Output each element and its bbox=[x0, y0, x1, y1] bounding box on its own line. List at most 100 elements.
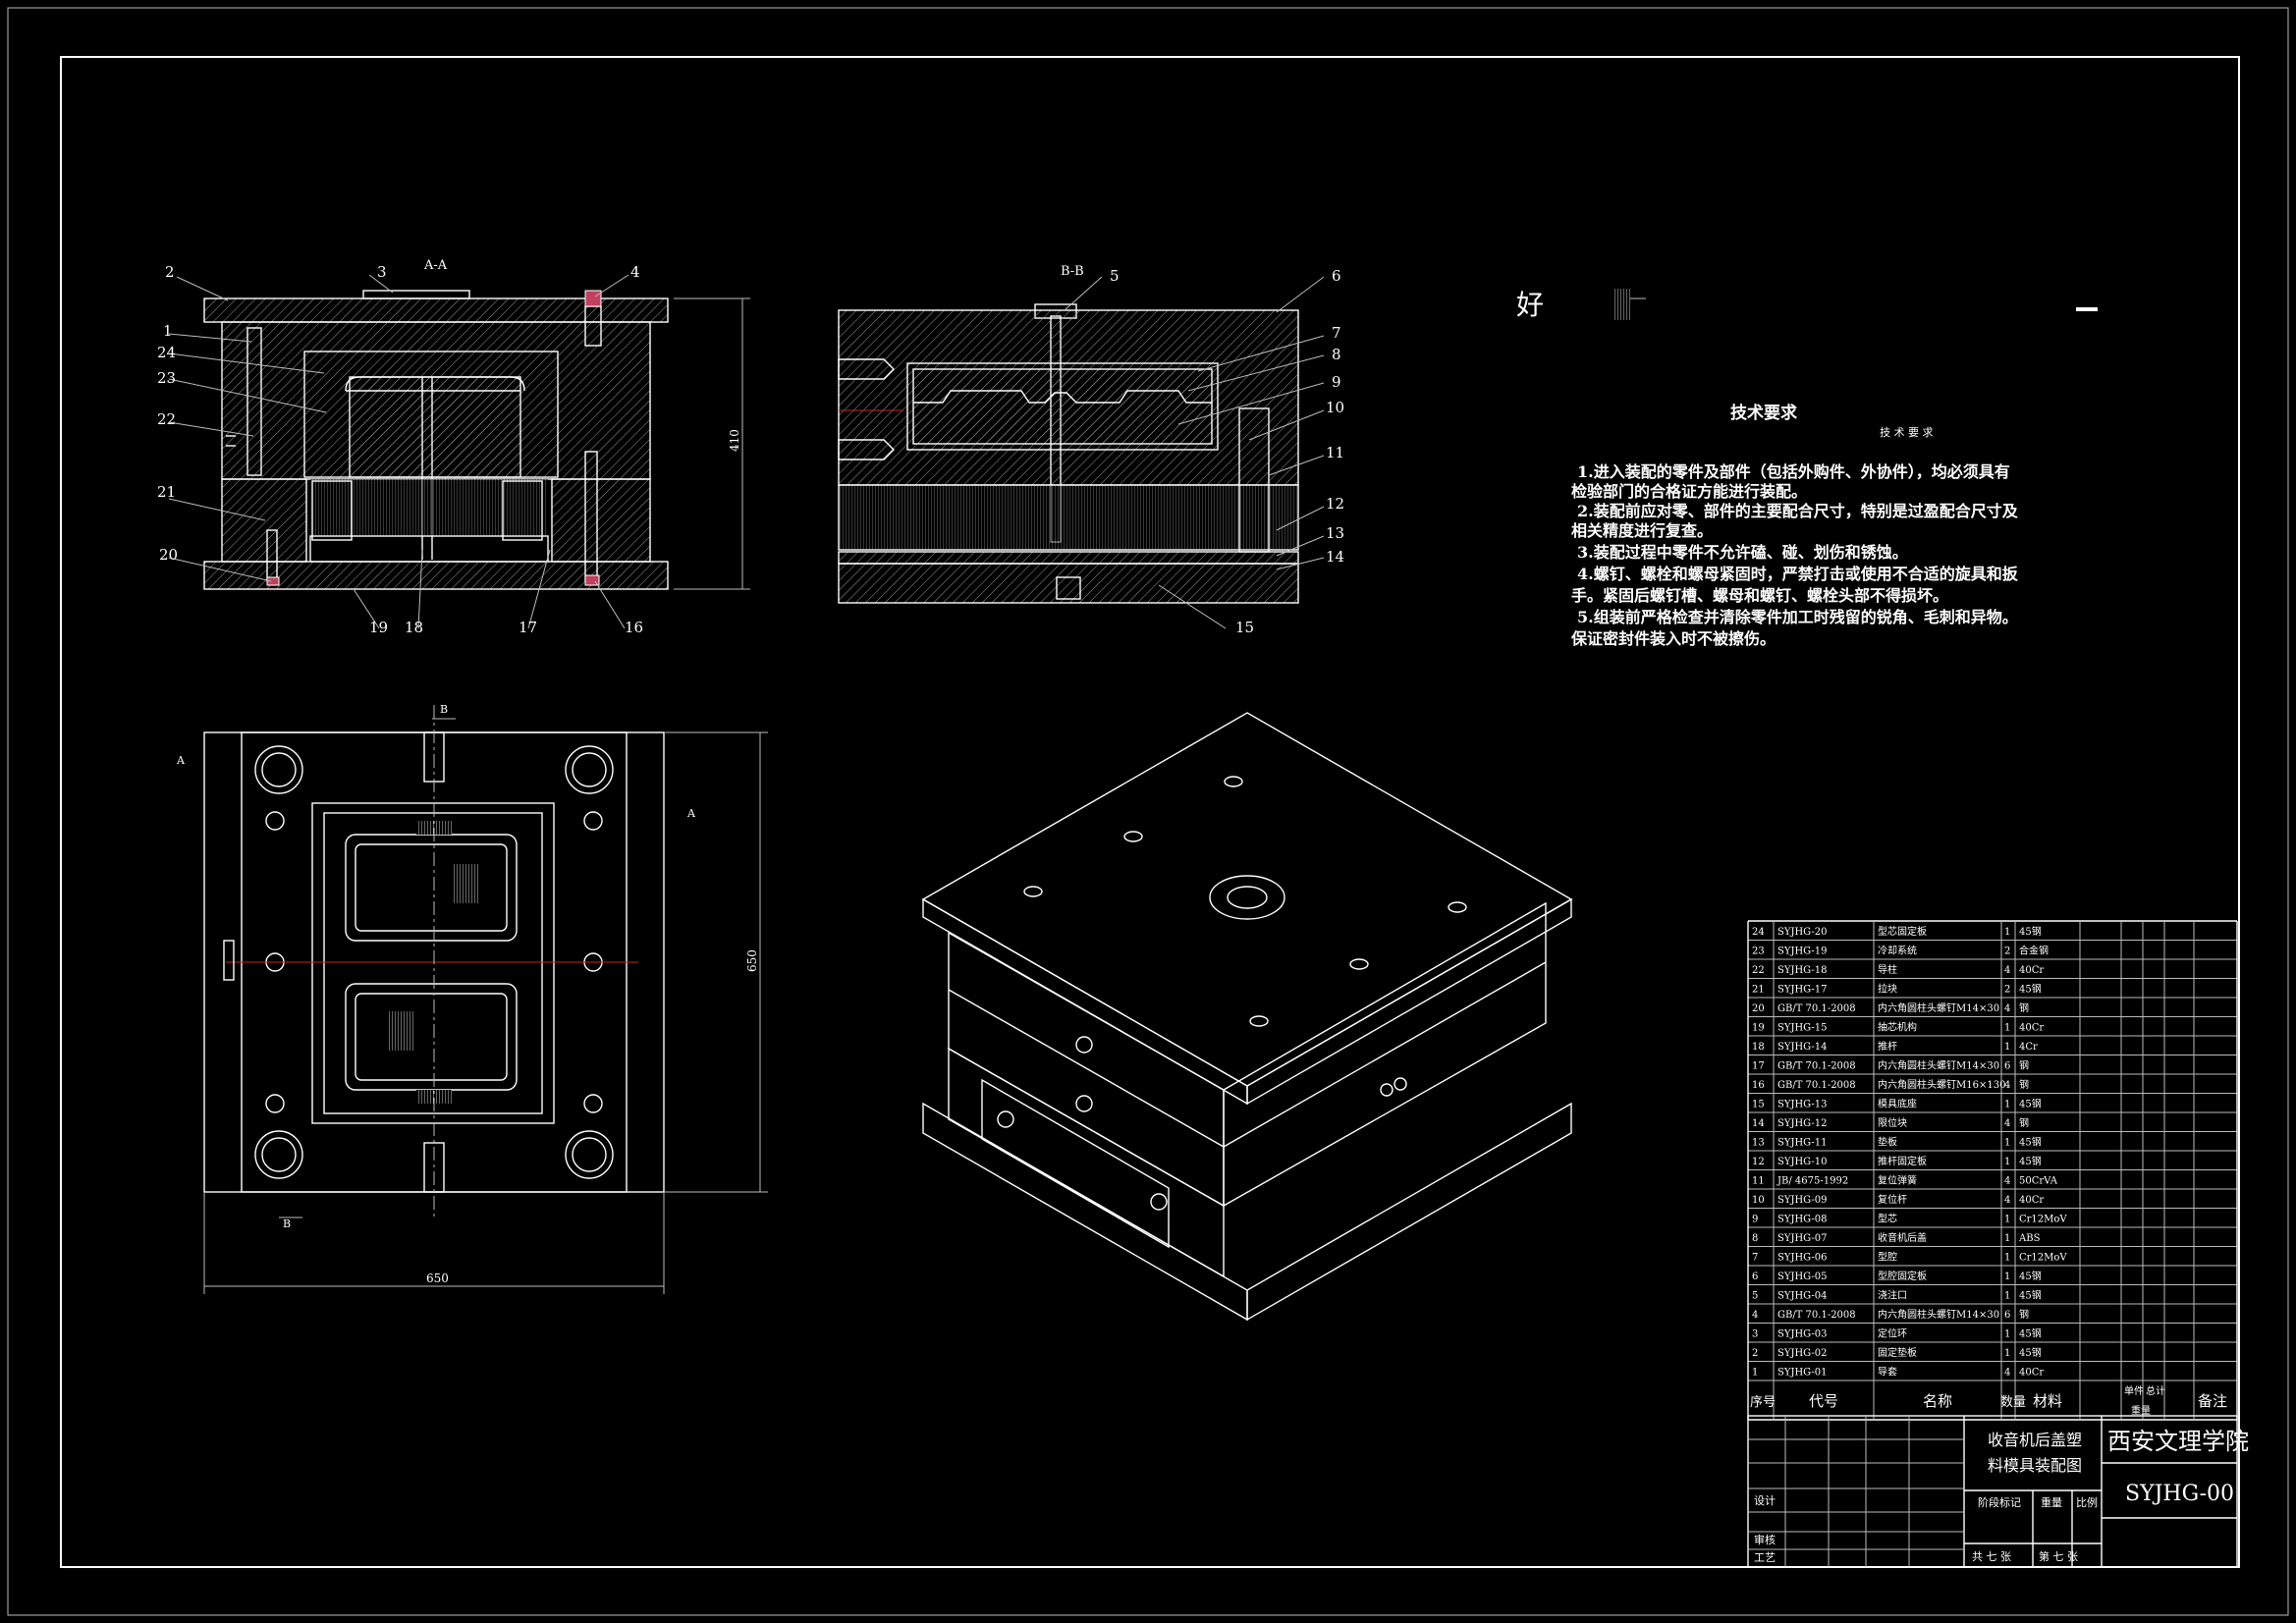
bom-code: SYJHG-19 bbox=[1777, 947, 1827, 957]
bom-material: Cr12MoV bbox=[2019, 1215, 2067, 1225]
bom-seq: 15 bbox=[1752, 1100, 1765, 1110]
bom-material: 合金钢 bbox=[2019, 945, 2049, 957]
bom-name: 垫板 bbox=[1878, 1136, 1897, 1149]
bom-qty: 1 bbox=[2004, 1271, 2010, 1282]
bom-code: SYJHG-13 bbox=[1777, 1100, 1827, 1110]
bom-name: 内六角圆柱头螺钉M14×30 bbox=[1878, 1001, 1999, 1014]
bom-material: 45钢 bbox=[2019, 1289, 2042, 1302]
bom-name: 内六角圆柱头螺钉M16×130 bbox=[1878, 1078, 2005, 1091]
tech-req-line-8: 5.组装前严格检查并清除零件加工时残留的锐角、毛刺和异物。 bbox=[1577, 608, 2018, 626]
plan-view: B B A A 650 650 bbox=[176, 703, 768, 1294]
bom-qty: 1 bbox=[2004, 1100, 2010, 1110]
bom-seq: 5 bbox=[1752, 1291, 1758, 1302]
tech-req-line-1: 1.进入装配的零件及部件（包括外购件、外协件），均必须具有 bbox=[1577, 462, 2010, 481]
callout-24: 24 bbox=[157, 344, 176, 361]
cut-a-right: A bbox=[686, 807, 696, 820]
weight-label: 重量 bbox=[2041, 1495, 2062, 1509]
bom-material: 45钢 bbox=[2019, 1327, 2042, 1340]
stage-label: 阶段标记 bbox=[1978, 1495, 2021, 1509]
bom-header-weight: 重量 bbox=[2131, 1404, 2151, 1417]
bom-code: SYJHG-14 bbox=[1777, 1042, 1827, 1053]
cut-b-top: B bbox=[440, 703, 448, 716]
bom-seq: 14 bbox=[1752, 1118, 1765, 1129]
callout-13: 13 bbox=[1326, 524, 1344, 542]
bom-seq: 1 bbox=[1752, 1368, 1758, 1379]
bom-qty: 1 bbox=[2004, 1291, 2010, 1302]
bom-code: SYJHG-01 bbox=[1777, 1368, 1827, 1379]
bom-qty: 1 bbox=[2004, 1023, 2010, 1034]
bom-header-remark: 备注 bbox=[2198, 1392, 2227, 1410]
sheets-label: 共 七 张 bbox=[1972, 1550, 2011, 1563]
bom-name: 复位弹簧 bbox=[1878, 1174, 1917, 1187]
callout-21: 21 bbox=[157, 483, 176, 501]
callout-7: 7 bbox=[1332, 324, 1341, 342]
bom-seq: 8 bbox=[1752, 1233, 1758, 1244]
process-label: 工艺 bbox=[1754, 1551, 1776, 1564]
bom-material: ABS bbox=[2018, 1233, 2041, 1244]
bom-name: 导柱 bbox=[1878, 963, 1897, 976]
bom-code: SYJHG-05 bbox=[1777, 1271, 1827, 1282]
cut-b-bottom: B bbox=[283, 1217, 291, 1230]
bom-material: 50CrVA bbox=[2019, 1176, 2058, 1187]
bom-code: JB/ 4675-1992 bbox=[1777, 1176, 1848, 1187]
tech-req-line-9: 保证密封件装入时不被擦伤。 bbox=[1570, 629, 1776, 648]
bom-name: 定位环 bbox=[1878, 1327, 1907, 1340]
tech-req-title-small: 技 术 要 求 bbox=[1880, 426, 1934, 439]
callout-5: 5 bbox=[1110, 267, 1120, 285]
bom-code: GB/T 70.1-2008 bbox=[1777, 1061, 1856, 1072]
bom-qty: 4 bbox=[2004, 965, 2010, 976]
section-bb-label: B-B bbox=[1061, 264, 1084, 279]
inner-border bbox=[60, 56, 2240, 1568]
title-block: 收音机后盖塑 料模具装配图 西安文理学院 SYJHG-00 设计 审核 工艺 阶… bbox=[1747, 1415, 2249, 1568]
tech-req-line-3: 2.装配前应对零、部件的主要配合尺寸，特别是过盈配合尺寸及 bbox=[1577, 502, 2019, 520]
bom-seq: 17 bbox=[1752, 1061, 1765, 1072]
callout-1: 1 bbox=[163, 322, 173, 340]
bom-code: SYJHG-02 bbox=[1777, 1348, 1827, 1359]
bom-name: 内六角圆柱头螺钉M14×30 bbox=[1878, 1308, 1999, 1321]
stray-hatch-mark bbox=[1614, 289, 1630, 320]
bom-name: 拉块 bbox=[1878, 983, 1897, 996]
bom-material: 4Cr bbox=[2019, 1042, 2038, 1053]
callout-19: 19 bbox=[369, 619, 388, 636]
callout-16: 16 bbox=[625, 619, 643, 636]
bom-name: 型腔 bbox=[1878, 1251, 1897, 1264]
bom-code: SYJHG-07 bbox=[1777, 1233, 1827, 1244]
bom-qty: 4 bbox=[2004, 1003, 2010, 1014]
callout-10: 10 bbox=[1326, 399, 1344, 416]
bom-material: 45钢 bbox=[2019, 1136, 2042, 1149]
bom-material: 钢 bbox=[2019, 1001, 2029, 1014]
callout-20: 20 bbox=[159, 546, 178, 564]
dim-650-height: 650 bbox=[745, 949, 759, 972]
bom-seq: 11 bbox=[1752, 1176, 1765, 1187]
bom-code: SYJHG-08 bbox=[1777, 1215, 1827, 1225]
bom-qty: 2 bbox=[2004, 985, 2010, 996]
callout-11: 11 bbox=[1326, 444, 1344, 461]
drawing-name-line-2: 料模具装配图 bbox=[1988, 1456, 2082, 1475]
bom-qty: 1 bbox=[2004, 1215, 2010, 1225]
bom-name: 冷却系统 bbox=[1878, 945, 1917, 957]
bom-qty: 1 bbox=[2004, 1233, 2010, 1244]
bom-name: 型芯固定板 bbox=[1878, 925, 1927, 938]
bom-name: 模具底座 bbox=[1878, 1098, 1917, 1110]
bom-material: 45钢 bbox=[2019, 1098, 2042, 1110]
bom-code: SYJHG-03 bbox=[1777, 1329, 1827, 1340]
dim-410: 410 bbox=[728, 429, 741, 452]
bom-code: SYJHG-12 bbox=[1777, 1118, 1827, 1129]
bom-seq: 12 bbox=[1752, 1157, 1765, 1167]
bom-name: 内六角圆柱头螺钉M14×30 bbox=[1878, 1059, 1999, 1072]
callout-15: 15 bbox=[1235, 619, 1254, 636]
school-name: 西安文理学院 bbox=[2107, 1428, 2249, 1455]
bom-material: 40Cr bbox=[2019, 965, 2044, 976]
callout-4: 4 bbox=[630, 263, 640, 281]
callout-9: 9 bbox=[1332, 373, 1341, 391]
bom-seq: 22 bbox=[1752, 965, 1765, 976]
section-aa-view: A-A 410 bbox=[157, 258, 750, 636]
bom-header-code: 代号 bbox=[1809, 1392, 1838, 1410]
bom-header-unit: 单件 bbox=[2124, 1385, 2144, 1397]
bom-qty: 4 bbox=[2004, 1118, 2010, 1129]
bom-seq: 21 bbox=[1752, 985, 1765, 996]
bom-code: SYJHG-20 bbox=[1777, 927, 1827, 938]
bom-code: SYJHG-11 bbox=[1777, 1138, 1827, 1149]
bom-name: 推杆 bbox=[1878, 1040, 1897, 1053]
